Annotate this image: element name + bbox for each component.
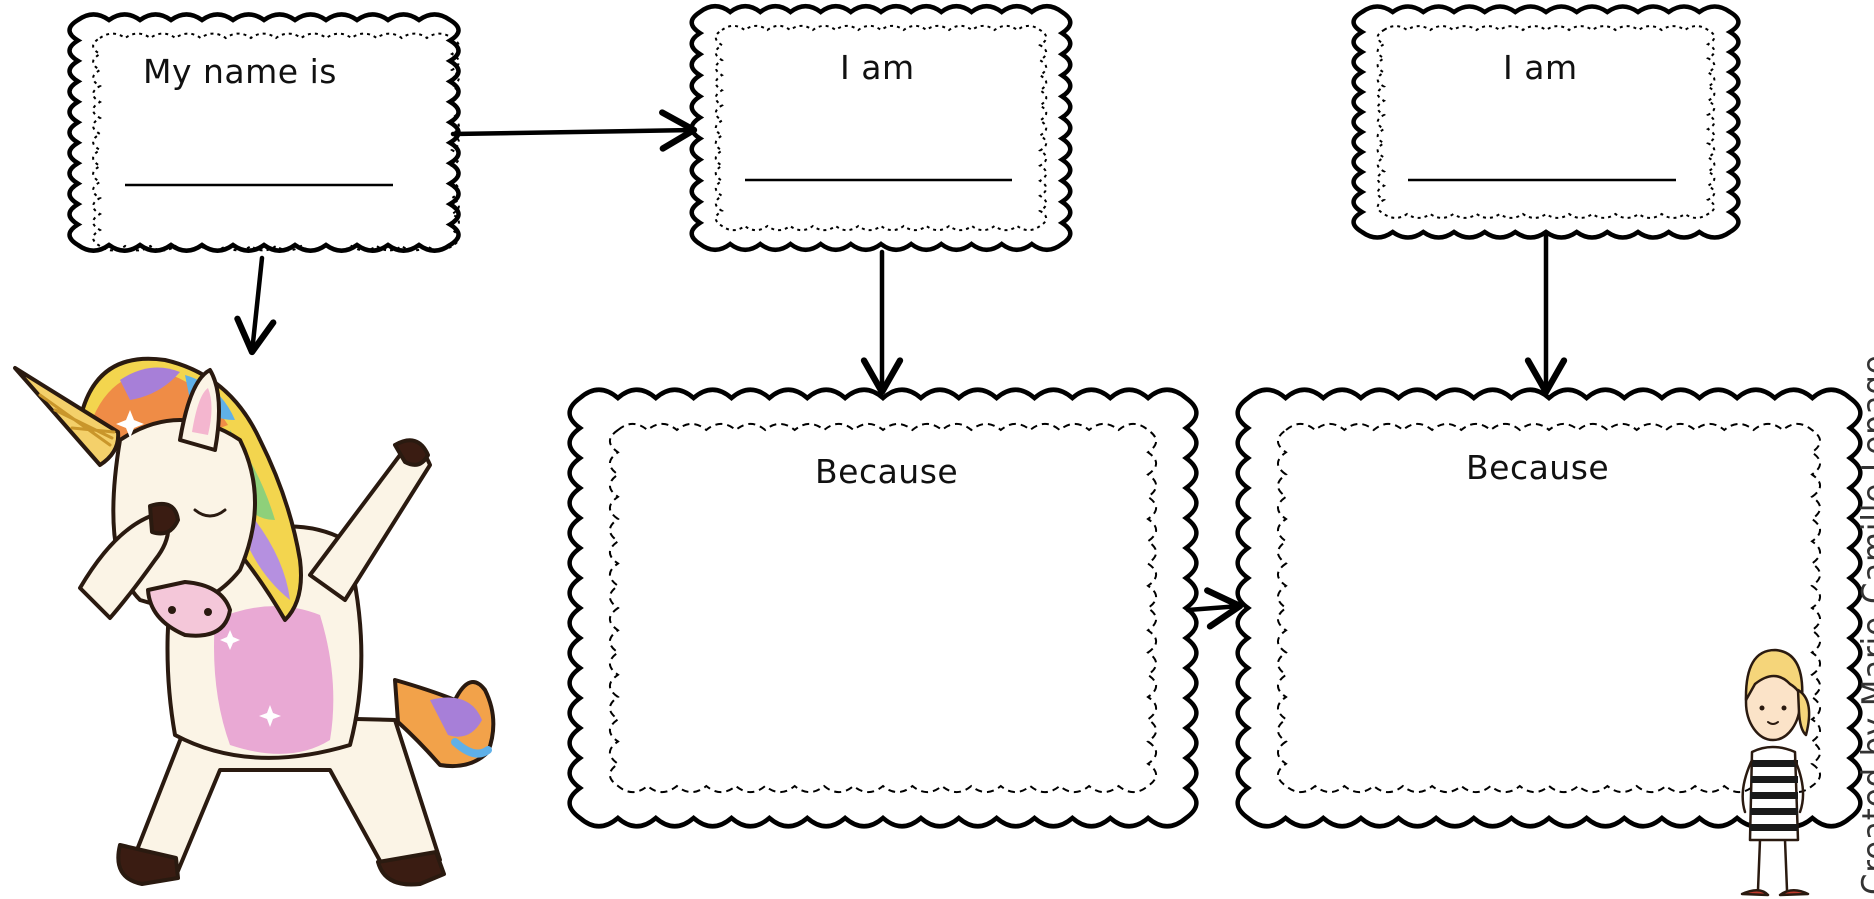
cloud-outline [1235, 387, 1863, 829]
cloud-outline [1351, 4, 1741, 240]
unicorn-snout [146, 580, 232, 638]
girl-character-illustration [1740, 648, 1811, 897]
cloud-label-my-name-is: My name is [143, 52, 337, 91]
cloud-label-i-am-2: I am [1503, 48, 1578, 87]
cloud-outline [689, 3, 1073, 253]
cloud-dashed-border [608, 422, 1158, 794]
cloud-outline [67, 12, 461, 253]
cloud-label-i-am-1: I am [840, 48, 915, 87]
unicorn-closed-eye [193, 508, 227, 518]
cloud-dotted-border [714, 24, 1048, 232]
arrow-reason1-to-reason2 [1185, 587, 1244, 630]
arrow-name-to-unicorn [234, 255, 277, 356]
connector-arrows [234, 109, 1568, 630]
arrow-name-to-trait [450, 109, 698, 152]
cloud-outline [567, 387, 1199, 829]
cloud-trait-box-2 [1351, 4, 1741, 240]
sparkle-icons [116, 410, 281, 727]
cloud-label-because-1: Because [815, 452, 959, 491]
cloud-reason-box-2 [1235, 387, 1863, 829]
cloud-trait-box-1 [689, 3, 1073, 253]
author-credit: Created by Marie-Camille Lepage [1855, 354, 1874, 895]
cloud-name-box [67, 12, 461, 253]
cloud-reason-box-1 [567, 387, 1199, 829]
unicorn-belly [214, 606, 334, 754]
cloud-dotted-border [92, 32, 460, 252]
dabbing-unicorn-illustration [13, 356, 496, 887]
cloud-dashed-border [1276, 422, 1822, 794]
cloud-label-because-2: Because [1466, 448, 1610, 487]
unicorn-raised-arm [308, 447, 432, 602]
